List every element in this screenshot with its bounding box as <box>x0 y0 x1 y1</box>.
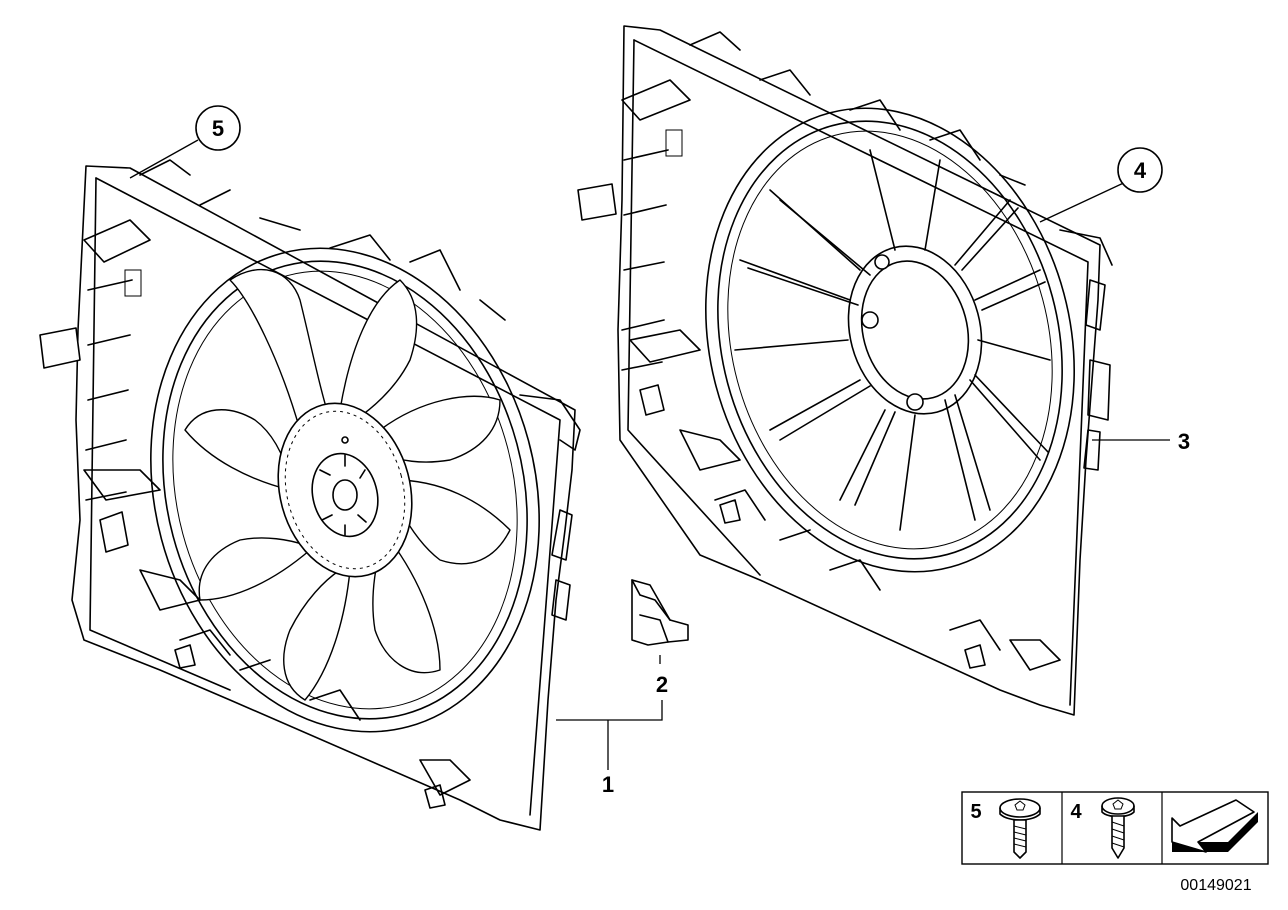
part-number: 00149021 <box>1180 877 1251 894</box>
callout-5: 5 <box>195 105 241 151</box>
fastener-legend: 5 4 <box>961 791 1269 865</box>
callout-4: 4 <box>1117 147 1163 193</box>
svg-text:5: 5 <box>212 116 224 141</box>
svg-text:4: 4 <box>1134 158 1147 183</box>
clip-part <box>631 579 689 646</box>
torx-pan-head-screw-icon <box>999 798 1041 859</box>
fan-blades <box>184 269 511 701</box>
callout-1: 1 <box>602 772 614 797</box>
fan-shroud-with-fan <box>39 159 581 831</box>
direction-arrow-icon <box>1171 799 1258 853</box>
legend-label-5: 5 <box>970 801 981 823</box>
leader-lines <box>129 139 1170 770</box>
legend-label-4: 4 <box>1070 801 1082 823</box>
support-struts <box>734 149 1051 531</box>
callout-3: 3 <box>1178 429 1190 454</box>
fan-shroud-frame <box>577 25 1113 716</box>
self-tapping-screw-icon <box>1101 797 1135 859</box>
callout-2: 2 <box>656 672 668 697</box>
